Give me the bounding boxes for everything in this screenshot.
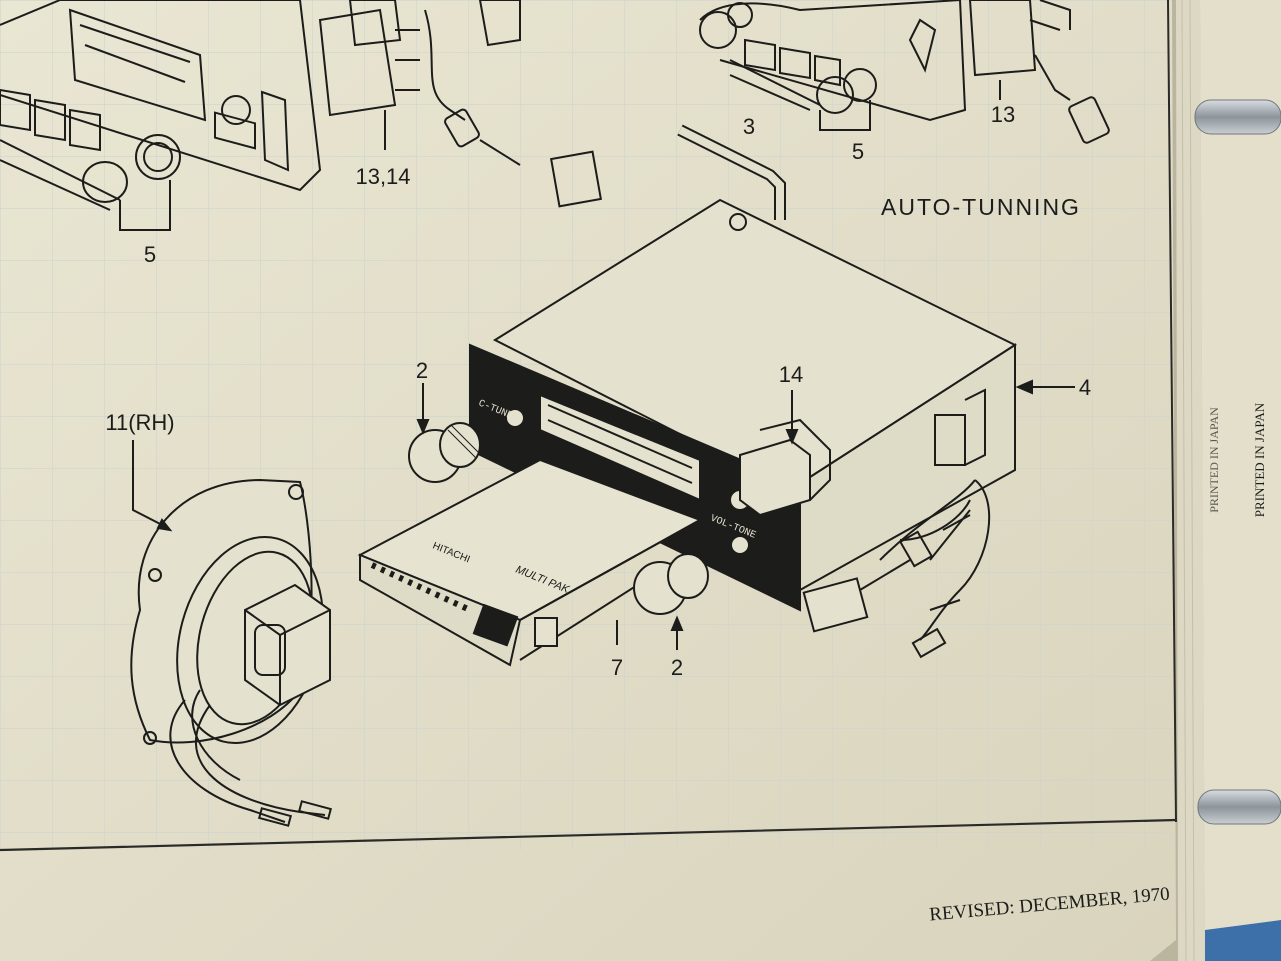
callout-2-top: 2 — [416, 358, 428, 383]
speaker-illustration — [130, 440, 333, 827]
binder-ring-bottom — [1197, 789, 1281, 825]
top-right-radio-illustration — [699, 0, 1110, 144]
main-radio-unit-illustration — [357, 124, 1075, 667]
binder-ring-top — [1194, 99, 1281, 135]
callout-13: 13 — [991, 102, 1015, 127]
top-left-radio-illustration — [0, 0, 603, 231]
callout-2-bottom: 2 — [671, 655, 683, 680]
figure-heading: AUTO-TUNNING — [881, 194, 1081, 220]
back-pages — [1176, 0, 1281, 961]
callout-5-left: 5 — [144, 242, 156, 267]
callout-11-rh: 11(RH) — [105, 410, 174, 435]
callout-14: 14 — [779, 362, 803, 387]
callout-4: 4 — [1079, 375, 1091, 400]
callout-5-right: 5 — [852, 139, 864, 164]
callout-7: 7 — [611, 655, 623, 680]
frame-right-line — [1167, 0, 1177, 823]
callout-3: 3 — [743, 114, 755, 139]
callout-13-14: 13,14 — [355, 164, 410, 189]
side-note-printed-2: PRINTED IN JAPAN — [1252, 402, 1267, 517]
side-note-printed-1: PRINTED IN JAPAN — [1207, 407, 1221, 513]
frame-bottom-line — [0, 818, 1177, 852]
